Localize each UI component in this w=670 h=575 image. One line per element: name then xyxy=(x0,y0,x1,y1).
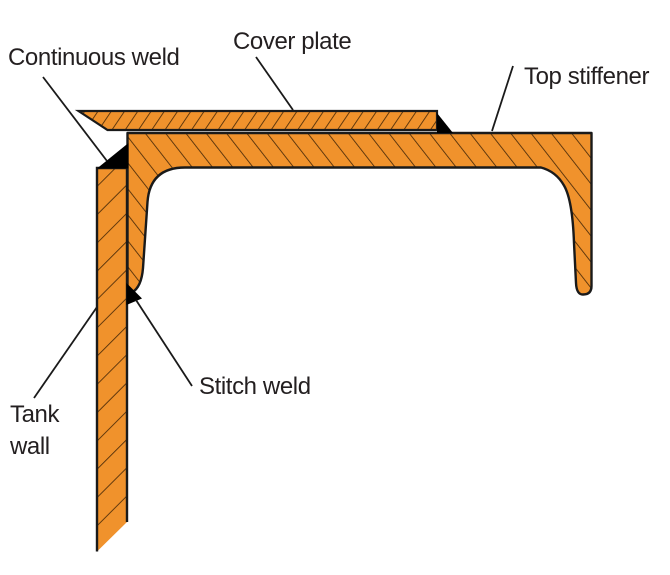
tank-wall-section xyxy=(95,166,129,552)
continuous-weld-leader-line xyxy=(42,76,108,162)
stitch-weld-label: Stitch weld xyxy=(199,373,311,400)
stitch-weld-bead xyxy=(126,283,142,305)
cover-plate-label: Cover plate xyxy=(233,28,352,55)
top-stiffener-label: Top stiffener xyxy=(524,63,650,90)
stitch-weld-leader-line xyxy=(135,299,193,387)
cover-plate-section xyxy=(77,109,439,132)
tank-wall-label: Tank wall xyxy=(10,401,60,460)
cover-plate-weld-bead xyxy=(437,113,453,133)
cover-plate-leader-line xyxy=(255,56,294,111)
continuous-weld-label: Continuous weld xyxy=(8,44,180,71)
continuous-weld-bead xyxy=(97,143,129,169)
top-stiffener-leader-line xyxy=(491,65,514,132)
tank-wall-leader-line xyxy=(33,306,98,399)
top-stiffener-section xyxy=(126,131,593,296)
